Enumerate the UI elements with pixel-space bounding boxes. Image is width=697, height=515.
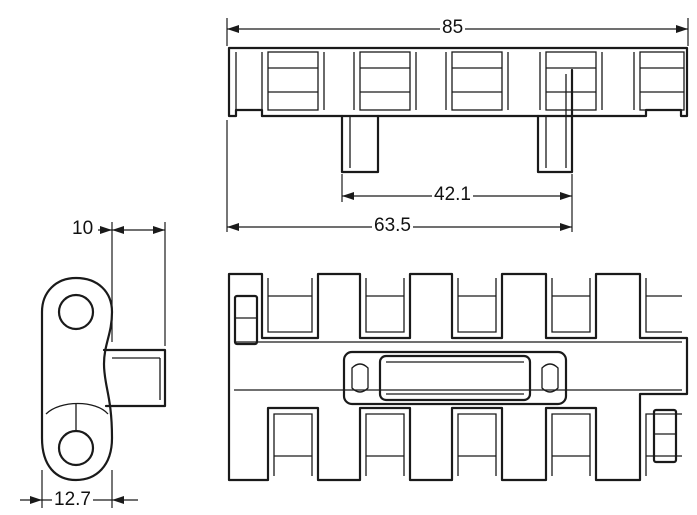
top-view (227, 46, 689, 174)
dimension-85-label: 85 (440, 17, 466, 38)
dimension-12-7-label: 12.7 (52, 489, 93, 510)
dimension-63-5-label: 63.5 (372, 215, 413, 236)
side-view (40, 276, 167, 482)
bottom-view (227, 272, 689, 482)
dimension-10 (98, 222, 166, 346)
dimension-42-1-label: 42.1 (432, 184, 473, 205)
dimension-10-label: 10 (70, 218, 96, 239)
